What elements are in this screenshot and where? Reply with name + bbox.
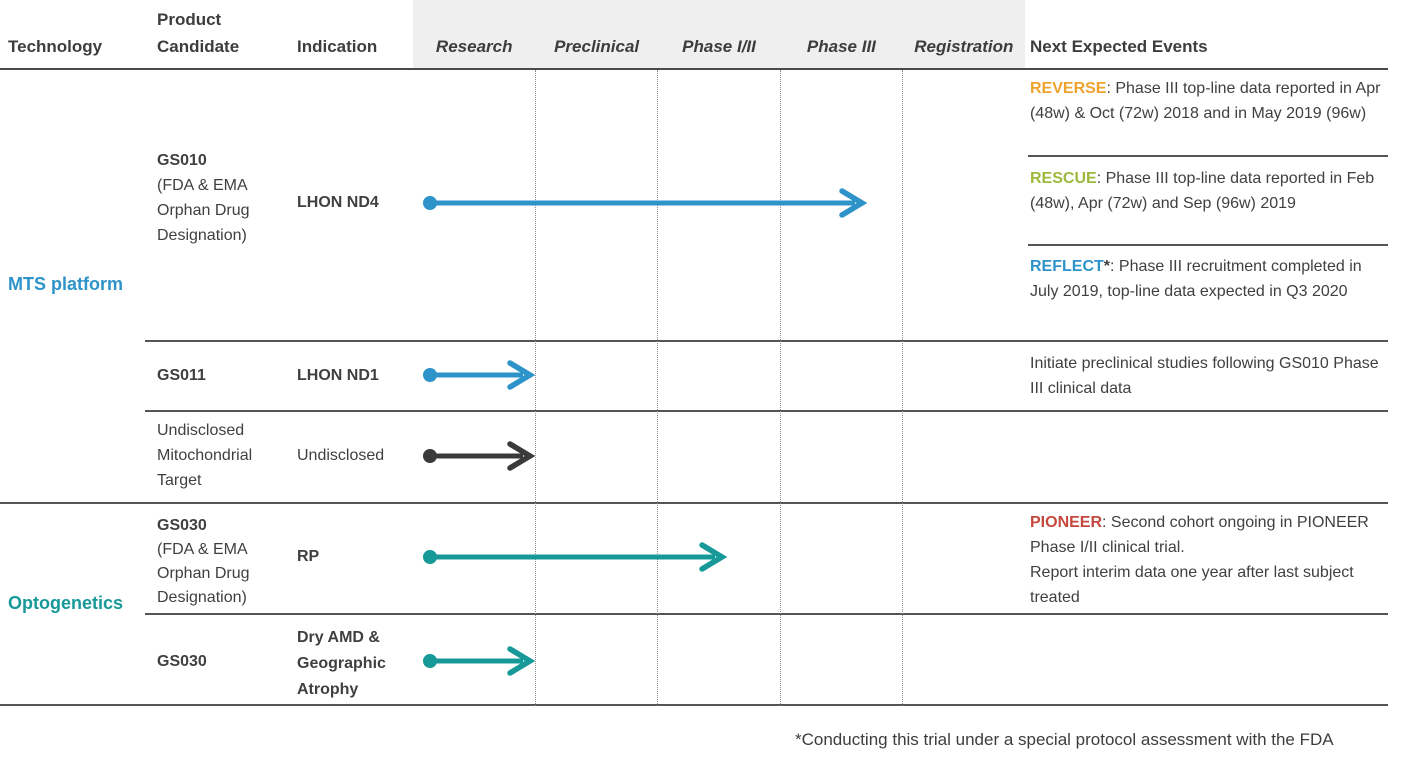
phase-header-preclinical: Preclinical [554, 37, 640, 56]
candidate-gs030-rp: GS030 (FDA & EMA Orphan Drug Designation… [157, 514, 287, 610]
trial-name-reverse: REVERSE [1030, 80, 1107, 97]
candidate-name: GS010 [157, 152, 207, 169]
indication-dry-amd: Dry AMD & Geographic Atrophy [297, 629, 386, 698]
event-text-line2: Report interim data one year after last … [1030, 564, 1354, 606]
candidate-undisclosed-target: Undisclosed Mitochondrial Target [157, 422, 253, 489]
trial-name-reflect: REFLECT [1030, 258, 1104, 275]
phase-header-phase-3: Phase III [806, 37, 876, 56]
candidate-note: (FDA & EMA Orphan Drug Designation) [157, 177, 250, 244]
candidate-note: (FDA & EMA Orphan Drug Designation) [157, 541, 250, 606]
phase-header-band: Research Preclinical Phase I/II Phase II… [413, 0, 1025, 68]
column-header-next-expected-events: Next Expected Events [1030, 37, 1208, 56]
phase-gridline [902, 70, 903, 706]
event-text: : Phase III top-line data reported in Fe… [1030, 170, 1375, 212]
phase-gridline [657, 70, 658, 706]
event-pioneer: PIONEER: Second cohort ongoing in PIONEE… [1030, 510, 1388, 610]
event-divider [1028, 155, 1388, 157]
column-header-indication: Indication [297, 37, 378, 56]
event-text: : Phase III recruitment completed in Jul… [1030, 258, 1362, 300]
row-divider [145, 340, 1388, 342]
gs010-lhon-nd4-progress-arrow [423, 188, 868, 218]
event-reverse: REVERSE: Phase III top-line data reporte… [1030, 76, 1388, 126]
footnote-asterisk: * [1103, 258, 1111, 275]
phase-header-registration: Registration [914, 37, 1014, 56]
event-divider [1028, 244, 1388, 246]
event-text: : Second cohort ongoing in PIONEER Phase… [1030, 514, 1369, 556]
event-gs011: Initiate preclinical studies following G… [1030, 351, 1388, 401]
row-divider [145, 410, 1388, 412]
phase-gridline [535, 70, 536, 706]
indication-undisclosed: Undisclosed [297, 447, 385, 464]
bottom-divider [0, 704, 1388, 706]
event-text: Initiate preclinical studies following G… [1030, 355, 1379, 397]
candidate-gs030-amd: GS030 [157, 653, 207, 670]
phase-header-research: Research [435, 37, 513, 56]
phase-header-phase-1-2: Phase I/II [682, 37, 756, 56]
indication-lhon-nd4: LHON ND4 [297, 194, 379, 211]
indication-lhon-nd1: LHON ND1 [297, 367, 379, 384]
gs030-dry-amd-progress-arrow [423, 646, 536, 676]
column-header-product-candidate: Product Candidate [157, 10, 240, 56]
section-label-mts-platform: MTS platform [8, 274, 123, 294]
header-divider [0, 68, 1388, 70]
gs030-rp-progress-arrow [423, 542, 728, 572]
event-text: : Phase III top-line data reported in Ap… [1030, 80, 1381, 122]
gs011-lhon-nd1-progress-arrow [423, 360, 536, 390]
section-divider [0, 502, 1388, 504]
event-rescue: RESCUE: Phase III top-line data reported… [1030, 166, 1388, 216]
event-reflect: REFLECT*: Phase III recruitment complete… [1030, 254, 1388, 304]
trial-name-rescue: RESCUE [1030, 170, 1097, 187]
column-header-technology: Technology [8, 37, 103, 56]
phase-gridline [780, 70, 781, 706]
candidate-gs010: GS010 (FDA & EMA Orphan Drug Designation… [157, 148, 287, 248]
indication-rp: RP [297, 548, 320, 565]
footnote: *Conducting this trial under a special p… [795, 730, 1334, 749]
undisclosed-target-progress-arrow [423, 441, 536, 471]
section-label-optogenetics: Optogenetics [8, 593, 124, 613]
candidate-name: GS030 [157, 517, 207, 534]
candidate-gs011: GS011 [157, 367, 206, 384]
row-divider [145, 613, 1388, 615]
trial-name-pioneer: PIONEER [1030, 514, 1103, 531]
